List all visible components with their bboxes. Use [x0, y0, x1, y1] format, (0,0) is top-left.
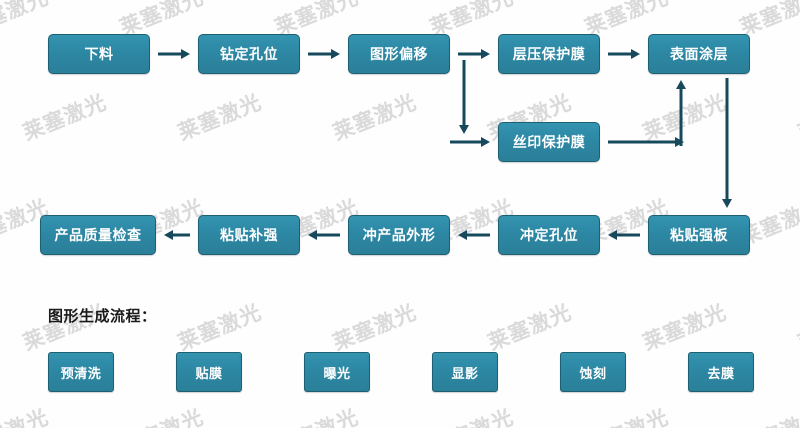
- arrow-head: [308, 230, 317, 240]
- arrow-head: [481, 137, 490, 147]
- arrow-head: [481, 49, 490, 59]
- arrow-tuxingpianyi-to-cengya: [458, 49, 490, 59]
- arrow-head: [722, 199, 732, 208]
- arrow-head: [676, 80, 686, 89]
- pattern-step-node[interactable]: 贴膜: [176, 352, 242, 392]
- section-title: 图形生成流程：: [48, 307, 157, 325]
- pattern-step-node[interactable]: 显影: [432, 352, 498, 392]
- arrow-branch-into-siyin: [450, 137, 490, 147]
- arrow-head: [181, 49, 190, 59]
- arrow-branch-down-to-siyin-row: [459, 60, 469, 134]
- pattern-step-node[interactable]: 蚀刻: [560, 352, 626, 392]
- arrow-chongwaixing-to-buqiang: [308, 230, 340, 240]
- arrow-head: [608, 230, 617, 240]
- process-node[interactable]: 冲定孔位: [498, 215, 600, 255]
- process-node[interactable]: 钻定孔位: [198, 34, 300, 74]
- pattern-step-node[interactable]: 预清洗: [48, 352, 114, 392]
- process-node[interactable]: 图形偏移: [348, 34, 450, 74]
- arrow-head: [331, 49, 340, 59]
- arrow-zuankong-to-tuxingpianyi: [308, 49, 340, 59]
- arrow-head: [631, 49, 640, 59]
- process-node[interactable]: 丝印保护膜: [498, 122, 600, 162]
- process-node[interactable]: 冲产品外形: [348, 215, 450, 255]
- process-node[interactable]: 下料: [48, 34, 150, 74]
- arrow-chongdingkong-to-chongwaixing: [458, 230, 490, 240]
- arrow-riser-up-to-biaomiantuceng: [676, 80, 686, 146]
- arrow-cengya-to-biaomiantuceng: [608, 49, 640, 59]
- arrow-head: [459, 125, 469, 134]
- process-node[interactable]: 粘贴补强: [198, 215, 300, 255]
- arrow-buqiang-to-zhiliangjiancha: [164, 230, 190, 240]
- process-node[interactable]: 层压保护膜: [498, 34, 600, 74]
- arrow-head: [458, 230, 467, 240]
- arrow-biaomiantuceng-down-to-qiangban: [722, 78, 732, 208]
- arrow-qiangban-to-chongdingkong: [608, 230, 640, 240]
- process-node[interactable]: 产品质量检查: [40, 215, 156, 255]
- pattern-step-node[interactable]: 去膜: [688, 352, 754, 392]
- arrow-xialiao-to-zuankong: [158, 49, 190, 59]
- pattern-step-node[interactable]: 曝光: [304, 352, 370, 392]
- process-node[interactable]: 粘贴强板: [648, 215, 750, 255]
- arrow-head: [164, 230, 173, 240]
- process-node[interactable]: 表面涂层: [648, 34, 750, 74]
